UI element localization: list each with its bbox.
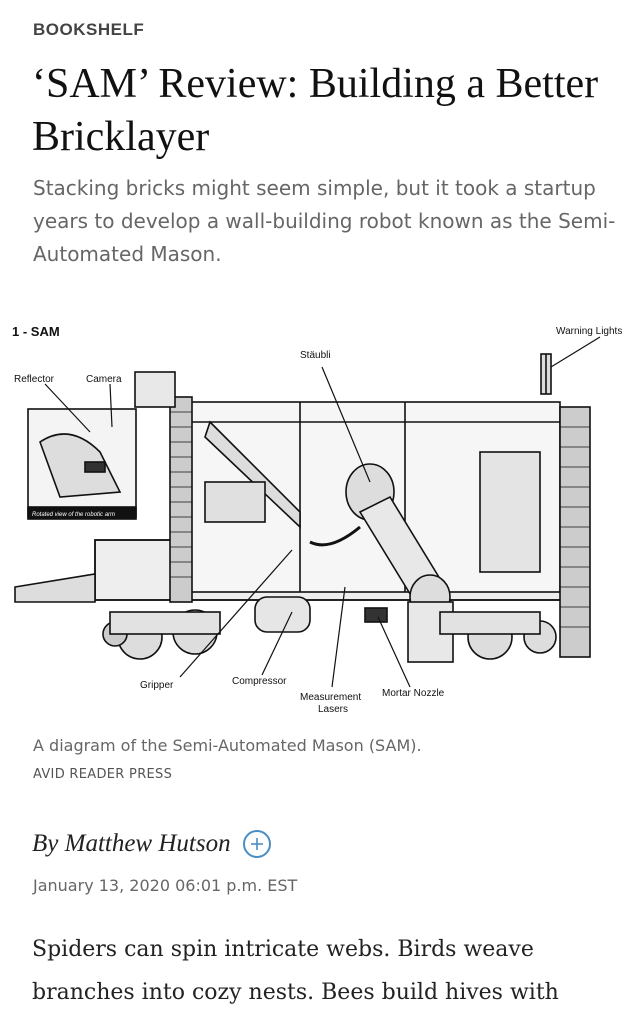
label-compressor: Compressor	[232, 676, 287, 687]
label-staubli: Stäubli	[300, 350, 331, 361]
section-label[interactable]: BOOKSHELF	[33, 20, 145, 39]
byline: By Matthew Hutson	[32, 830, 271, 858]
label-camera: Camera	[86, 374, 122, 385]
label-warning-lights: Warning Lights	[556, 326, 622, 337]
article-image: 1 - SAM Warning Lights Stäubli Reflector…	[0, 312, 642, 722]
label-lasers: Lasers	[318, 704, 348, 715]
author-name[interactable]: By Matthew Hutson	[32, 830, 231, 857]
headline: ‘SAM’ Review: Building a Better Bricklay…	[32, 61, 599, 160]
dek: Stacking bricks might seem simple, but i…	[33, 176, 616, 266]
follow-author-button[interactable]	[242, 830, 271, 858]
label-reflector: Reflector	[14, 374, 55, 385]
image-credit: AVID READER PRESS	[33, 767, 173, 782]
label-rotated-view: Rotated view of the robotic arm	[32, 512, 115, 518]
plus-icon	[250, 838, 263, 850]
publish-date: January 13, 2020 06:01 p.m. EST	[33, 876, 298, 895]
label-measurement: Measurement	[300, 692, 361, 703]
sam-diagram: 1 - SAM Warning Lights Stäubli Reflector…	[12, 324, 622, 715]
label-gripper: Gripper	[140, 680, 174, 691]
article-body: Spiders can spin intricate webs. Birds w…	[32, 937, 559, 1005]
diagram-title: 1 - SAM	[12, 324, 60, 339]
label-mortar-nozzle: Mortar Nozzle	[382, 688, 445, 699]
image-caption: A diagram of the Semi-Automated Mason (S…	[33, 736, 422, 755]
